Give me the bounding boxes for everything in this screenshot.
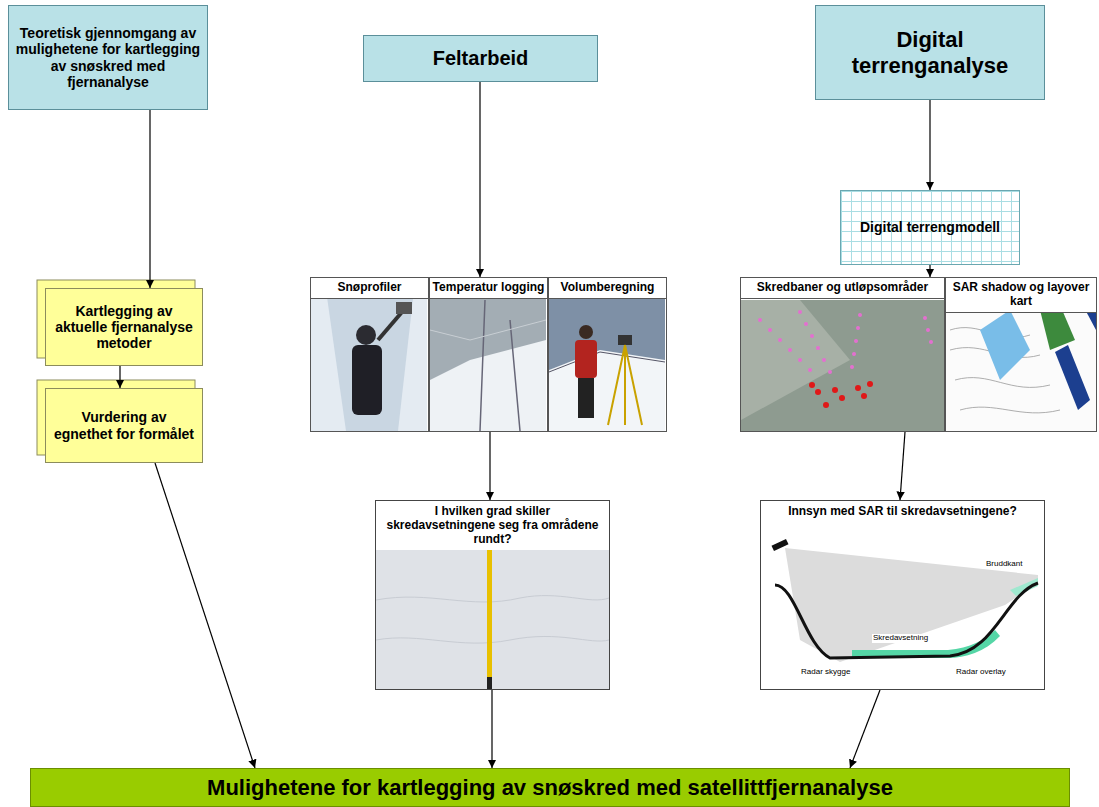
flow-arrow bbox=[850, 690, 880, 768]
figure-label: Radar overlay bbox=[955, 668, 1007, 677]
question-panel: I hvilken grad skiller skredavsetningene… bbox=[375, 500, 610, 690]
runout-dots bbox=[809, 381, 873, 408]
terrain-light bbox=[741, 300, 850, 420]
photo-panel: Temperatur logging bbox=[429, 277, 548, 432]
snow-texture bbox=[376, 596, 609, 602]
flow-arrow bbox=[479, 82, 480, 277]
model-box: Digital terrengmodell bbox=[840, 190, 1020, 265]
process-box: Digital terrenganalyse bbox=[815, 5, 1045, 100]
panel-title: SAR shadow og layover kart bbox=[946, 278, 1096, 313]
shadow-area bbox=[980, 310, 1030, 380]
flow-arrow bbox=[149, 110, 150, 288]
box-label: Vurdering av egnethet for formålet bbox=[52, 409, 196, 441]
flow-arrow bbox=[489, 432, 490, 500]
tripod bbox=[608, 345, 642, 425]
flow-arrow bbox=[155, 463, 255, 768]
snow-wall bbox=[311, 290, 427, 431]
box-label: Feltarbeid bbox=[433, 47, 529, 70]
figure-label: Radar skygge bbox=[800, 668, 851, 677]
ridge bbox=[430, 320, 546, 340]
process-box: Feltarbeid bbox=[363, 35, 598, 82]
map-ground bbox=[946, 300, 1096, 431]
snow-texture bbox=[376, 636, 609, 643]
dark-band bbox=[1055, 345, 1090, 410]
box-label: Mulighetene for kartlegging av snøskred … bbox=[207, 775, 893, 800]
photo-panel: Volumberegning bbox=[548, 277, 667, 432]
flow-arrow bbox=[900, 432, 905, 500]
snow-slope bbox=[430, 340, 546, 431]
map-panel: SAR shadow og layover kart bbox=[945, 277, 1097, 432]
mountain-line bbox=[549, 352, 665, 372]
probe-tip bbox=[487, 677, 492, 689]
snow-surface bbox=[376, 540, 609, 689]
survey-photo bbox=[549, 290, 665, 431]
shovel-blade bbox=[396, 302, 412, 314]
sar-visibility-illustration bbox=[771, 539, 1038, 662]
flow-arrow bbox=[491, 690, 492, 768]
panel-title: Skredbaner og utløpsområder bbox=[741, 278, 944, 299]
step-box: Kartlegging av aktuelle fjernanalyse met… bbox=[45, 288, 203, 366]
probe-pole bbox=[487, 545, 492, 677]
person-legs bbox=[578, 378, 594, 418]
sky bbox=[430, 290, 546, 431]
box-label: Kartlegging av aktuelle fjernanalyse met… bbox=[52, 303, 196, 351]
snow bbox=[549, 350, 665, 431]
panel-title: Innsyn med SAR til skredavsetningene? bbox=[761, 501, 1044, 523]
pit bbox=[326, 290, 414, 431]
panel-title: I hvilken grad skiller skredavsetningene… bbox=[376, 501, 609, 550]
flow-arrow bbox=[119, 366, 120, 388]
process-box: Teoretisk gjennomgang av mulighetene for… bbox=[8, 5, 208, 110]
logger-pole bbox=[480, 300, 520, 431]
terrain-profile bbox=[775, 583, 1038, 658]
shovel-handle bbox=[378, 312, 402, 340]
figure-label: Bruddkant bbox=[985, 560, 1023, 569]
person-head bbox=[579, 325, 593, 339]
question-panel: Innsyn med SAR til skredavsetningene? bbox=[760, 500, 1045, 690]
snow-pit-photo bbox=[311, 290, 427, 431]
photo-panel: Snøprofiler bbox=[310, 277, 429, 432]
result-bar: Mulighetene for kartlegging av snøskred … bbox=[30, 768, 1070, 807]
satellite bbox=[771, 539, 788, 551]
step-box: Vurdering av egnethet for formålet bbox=[45, 388, 203, 463]
person-head bbox=[356, 325, 376, 345]
sar-shadow-map bbox=[946, 300, 1096, 431]
figure-label: Skredavsetning bbox=[872, 634, 929, 643]
terrain bbox=[741, 300, 944, 431]
panel-title: Snøprofiler bbox=[311, 278, 428, 299]
box-label: Digital terrenganalyse bbox=[822, 27, 1038, 78]
temperature-photo bbox=[430, 290, 546, 431]
panel-title: Volumberegning bbox=[549, 278, 666, 299]
avalanche-path-map bbox=[741, 300, 944, 431]
snow-photo bbox=[376, 540, 609, 689]
sky bbox=[549, 290, 665, 431]
map-panel: Skredbaner og utløpsområder bbox=[740, 277, 945, 432]
box-label: Digital terrengmodell bbox=[860, 219, 1000, 235]
panel-title: Temperatur logging bbox=[430, 278, 547, 299]
total-station bbox=[618, 335, 632, 345]
flow-arrow bbox=[929, 100, 930, 190]
person bbox=[352, 345, 382, 415]
flow-arrow bbox=[929, 265, 930, 277]
person-jacket bbox=[575, 340, 597, 378]
path-dots bbox=[758, 310, 933, 374]
box-label: Teoretisk gjennomgang av mulighetene for… bbox=[15, 25, 201, 89]
radar-beam bbox=[785, 548, 1038, 662]
